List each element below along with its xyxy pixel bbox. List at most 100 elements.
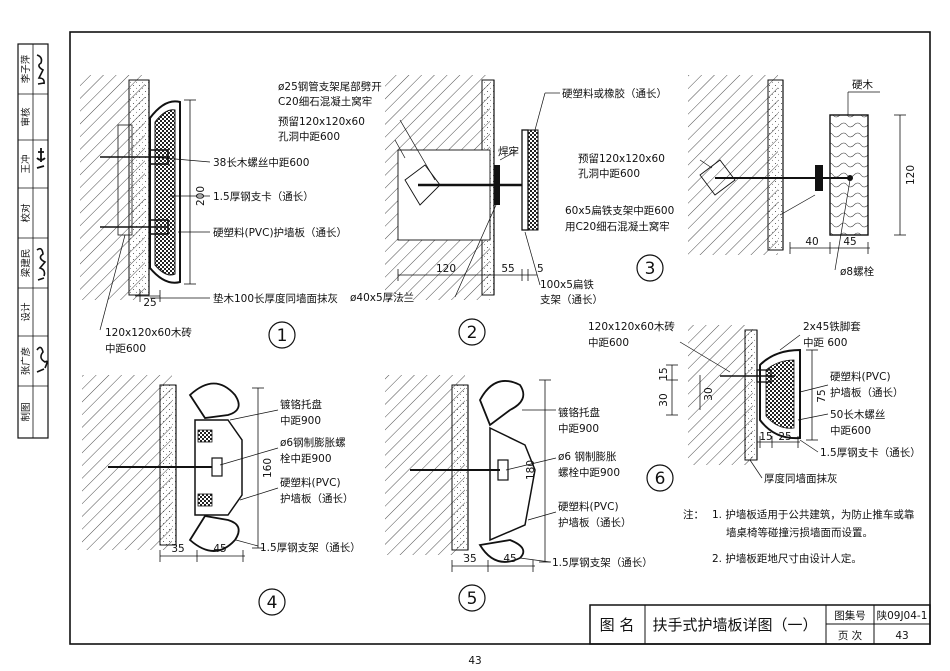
d2-label-hole-spacing: 孔洞中距600 (278, 130, 340, 143)
d5-label-bolt: ø6 钢制膨胀 (558, 450, 617, 463)
d6-label-plaster: 厚度同墙面抹灰 (764, 472, 838, 485)
title-block: 图 名 扶手式护墙板详图（一） 图集号 陕09J04-1 页 次 43 (589, 604, 931, 645)
d3-label-hole: 预留120x120x60 (578, 152, 665, 165)
title-block-title: 扶手式护墙板详图（一） (652, 616, 817, 634)
drawing-frame (69, 31, 931, 645)
d6-dim-30a: 30 (658, 393, 670, 406)
d6-dim-30b: 30 (703, 387, 715, 400)
d4-label-tray-spacing: 中距900 (280, 414, 321, 427)
d2-dim-120: 120 (436, 263, 456, 275)
title-block-set-value: 陕09J04-1 (877, 609, 928, 622)
d6-dim-75: 75 (816, 389, 828, 402)
page-number: 43 (468, 655, 481, 667)
d1-label-panel: 硬塑料(PVC)护墙板（通长） (213, 226, 347, 239)
d4-label-panel: 护墙板（通长） (280, 492, 354, 505)
d1-label-clip: 1.5厚钢支卡（通长） (213, 190, 314, 203)
note-1-cont: 墙桌椅等碰撞污损墙面而设置。 (726, 526, 873, 539)
title-block-page-label: 页 次 (838, 629, 863, 642)
title-block-set-label: 图集号 (834, 609, 866, 622)
d2-dim-55: 55 (501, 263, 514, 275)
detail-3: 120 40 45 硬木 预留120x120x60 孔洞中距600 60x5扁铁… (565, 75, 917, 282)
title-block-name-label: 图 名 (600, 616, 635, 634)
d6-dim-15: 15 (658, 367, 670, 380)
d1-dim-bottom: 25 (143, 297, 156, 309)
d4-dim-35: 35 (171, 543, 184, 555)
d4-number: 4 (267, 593, 278, 613)
side-label-drawing: 制图 (20, 402, 32, 421)
d3-label-concrete: 用C20细石混凝土窝牢 (565, 220, 670, 233)
d4-label-bolt: ø6钢制膨胀螺 (280, 436, 346, 449)
d4-dim-160: 160 (262, 458, 274, 478)
d6-number: 6 (655, 469, 666, 489)
side-label-checker-name: 王冲 (20, 154, 32, 173)
d5-dim-45: 45 (503, 553, 516, 565)
detail-4: 160 35 45 镀铬托盘 中距900 ø6钢制膨胀螺 栓中距900 硬塑料(… (82, 375, 361, 616)
d5-label-tray-spacing: 中距900 (558, 422, 599, 435)
d6-label-screw: 50长木螺丝 (830, 409, 885, 421)
note-2: 2. 护墙板距地尺寸由设计人定。 (712, 552, 862, 565)
side-label-check: 校对 (20, 203, 32, 223)
d2-label-support: 支架（通长） (540, 294, 603, 306)
d1-label-spacing: 中距600 (105, 342, 146, 355)
notes: 注： 1. 护墙板适用于公共建筑，为防止推车或靠 墙桌椅等碰撞污损墙面而设置。 … (683, 508, 915, 565)
d1-label-brick: 120x120x60木砖 (105, 326, 192, 339)
detail-1: 200 25 38长木螺丝中距600 1.5厚钢支卡（通长） 硬塑料(PVC)护… (80, 75, 347, 355)
d6-label-pvc: 硬塑料(PVC) (830, 370, 891, 383)
d6-dim-15b: 15 (759, 431, 772, 443)
side-label-designer-name: 梁建民 (20, 249, 32, 278)
d6-label-clip: 1.5厚钢支卡（通长） (820, 446, 921, 459)
d4-label-pvc: 硬塑料(PVC) (280, 476, 341, 489)
detail-6: 30 15 30 75 15 25 120x120x60木砖 中距600 2x4… (588, 320, 921, 492)
d2-label-hole: 预留120x120x60 (278, 115, 365, 128)
side-label-drawer-name: 张广彦 (20, 347, 32, 376)
d2-label-flatbar: 100x5扁铁 (540, 278, 594, 291)
d6-label-brick: 120x120x60木砖 (588, 320, 675, 333)
d5-dim-35: 35 (463, 553, 476, 565)
d6-label-brick-spacing: 中距600 (588, 336, 629, 349)
title-block-page-value: 43 (895, 630, 908, 642)
side-label-reviewer-name: 李子萍 (20, 54, 32, 83)
note-1: 1. 护墙板适用于公共建筑，为防止推车或靠 (712, 508, 915, 521)
signature-mark-3 (36, 148, 46, 169)
d3-label-hardwood: 硬木 (852, 79, 873, 91)
d5-number: 5 (467, 589, 478, 609)
d6-label-panel: 护墙板（通长） (830, 386, 904, 399)
d6-dim-25: 25 (778, 431, 791, 443)
d2-label-weld: 焊牢 (498, 145, 519, 158)
d3-number: 3 (645, 259, 656, 279)
d5-label-panel: 护墙板（通长） (558, 516, 632, 529)
d2-label-pipe: ø25钢管支架尾部劈开 (278, 80, 382, 93)
d3-label-flatbar: 60x5扁铁支架中距600 (565, 204, 674, 217)
d5-label-pvc: 硬塑料(PVC) (558, 500, 619, 513)
d4-label-bracket: 1.5厚钢支架（通长） (260, 541, 361, 554)
d1-number: 1 (277, 326, 288, 346)
signature-mark-2 (36, 247, 47, 281)
signature-mark-1 (36, 346, 48, 373)
signature-mark-4 (36, 54, 45, 85)
d2-label-plastic: 硬塑料或橡胶（通长） (562, 87, 667, 100)
d6-label-screw-spacing: 中距600 (830, 424, 871, 437)
d2-label-concrete: C20细石混凝土窝牢 (278, 95, 372, 108)
d5-label-tray: 镀铬托盘 (558, 406, 600, 419)
d6-label-sleeve-spacing: 中距 600 (803, 336, 847, 349)
d5-label-bracket: 1.5厚钢支架（通长） (552, 556, 653, 569)
d6-label-sleeve: 2x45铁脚套 (803, 320, 861, 333)
detail-5: 180 35 45 镀铬托盘 中距900 ø6 钢制膨胀 螺栓中距900 硬塑料… (385, 375, 653, 612)
d3-label-hole-spacing: 孔洞中距600 (578, 167, 640, 180)
detail-2: 120 55 5 ø25钢管支架尾部劈开 C20细石混凝土窝牢 预留120x12… (278, 75, 667, 346)
side-label-design: 设计 (20, 302, 32, 322)
side-label-review: 审核 (20, 107, 32, 127)
d5-label-bolt-spacing: 螺栓中距900 (558, 466, 620, 479)
signature-strip: 制图 张广彦 设计 梁建民 校对 王冲 审核 李子萍 (17, 43, 49, 439)
d3-dim-120: 120 (905, 165, 917, 185)
d2-dim-5: 5 (537, 263, 544, 275)
d3-dim-45: 45 (843, 236, 856, 248)
d4-dim-45: 45 (213, 543, 226, 555)
d2-label-flange: ø40x5厚法兰 (350, 291, 414, 304)
notes-prefix: 注： (683, 508, 704, 521)
d4-label-tray: 镀铬托盘 (280, 398, 322, 411)
d1-label-screw: 38长木螺丝中距600 (213, 156, 309, 169)
d3-label-bolt: ø8螺栓 (840, 265, 875, 278)
d4-label-bolt-spacing: 栓中距900 (280, 452, 332, 465)
